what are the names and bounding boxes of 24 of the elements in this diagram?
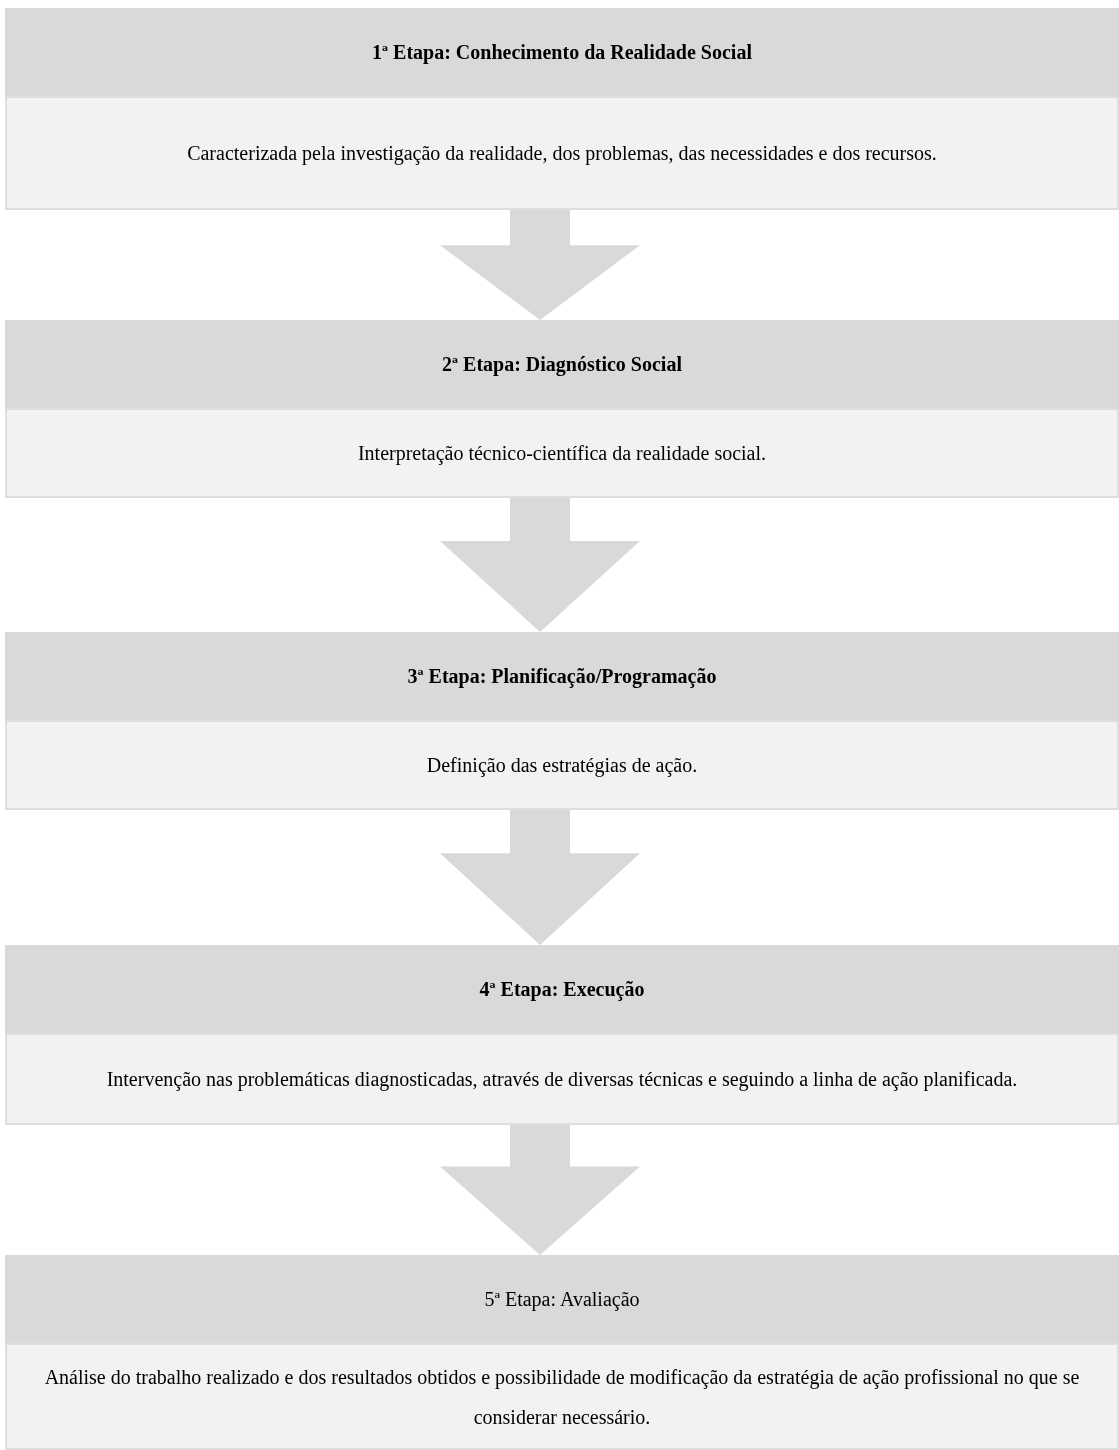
stage-description: Interpretação técnico-científica da realidade social. [357, 441, 767, 467]
block-arrow [440, 1125, 640, 1255]
stage-description: Intervenção nas problemáticas diagnosticadas, através de diversas técnicas e seguindo a linha de ação planificada. [106, 1067, 1018, 1093]
stage-description-box [5, 1343, 1119, 1450]
stage-title: 4ª Etapa: Execução [479, 977, 645, 1003]
stage-description-box [5, 720, 1119, 810]
stage-header-band [5, 1255, 1119, 1343]
stage-title: 1ª Etapa: Conhecimento da Realidade Social [372, 40, 752, 66]
block-arrow [440, 810, 640, 945]
stage-title: 3ª Etapa: Planificação/Programação [407, 664, 717, 690]
stage-description-box [5, 408, 1119, 498]
block-arrow [440, 210, 640, 320]
stage-description-box [5, 96, 1119, 210]
stage-header-band [5, 320, 1119, 408]
stage-header-band [5, 632, 1119, 720]
block-arrow [440, 498, 640, 632]
stage-description: Definição das estratégias de ação. [426, 753, 698, 779]
stage-header-band [5, 8, 1119, 96]
stage-description-box [5, 1033, 1119, 1125]
stage-description: Caracterizada pela investigação da realidade, dos problemas, das necessidades e dos recursos. [187, 141, 937, 167]
stage-title: 2ª Etapa: Diagnóstico Social [442, 352, 682, 378]
stage-header-band [5, 945, 1119, 1033]
stage-description: Análise do trabalho realizado e dos resultados obtidos e possibilidade de modificação da estratégia de ação profissional no que se considerar necessário. [43, 1364, 1081, 1430]
stage-title: 5ª Etapa: Avaliação [484, 1287, 640, 1313]
